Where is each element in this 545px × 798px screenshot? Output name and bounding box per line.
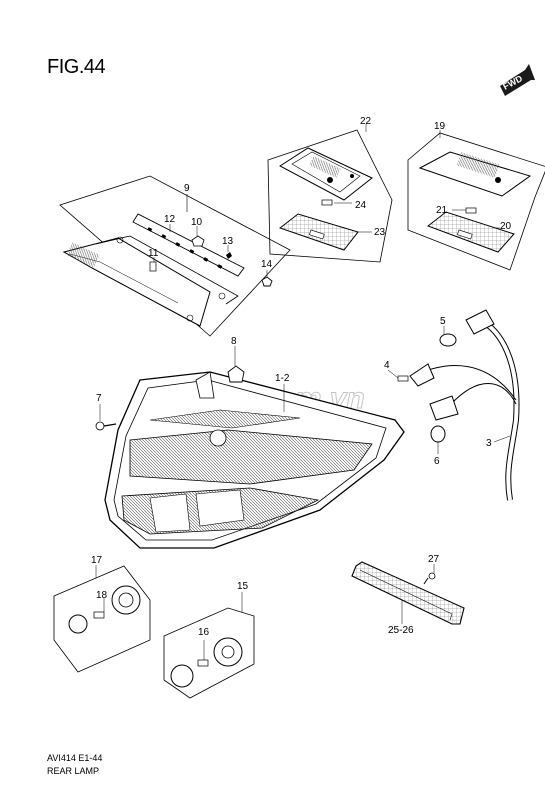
callout-3: 3 xyxy=(486,438,492,449)
figure-title: FIG.44 xyxy=(47,56,106,78)
callout-13: 13 xyxy=(222,236,234,247)
callout-7: 7 xyxy=(96,393,102,404)
callout-18: 18 xyxy=(96,590,108,601)
harness-3: 5 4 6 3 xyxy=(384,309,520,501)
callout-23: 23 xyxy=(374,227,386,238)
group-9-stop-lamp: 9 12 10 13 11 14 xyxy=(59,175,291,337)
group-19-lamp: 19 21 20 xyxy=(407,121,545,271)
fwd-arrow-badge: FWD xyxy=(500,64,535,96)
figure-code: AVI414 E1-44 xyxy=(47,753,103,763)
callout-9: 9 xyxy=(184,183,190,194)
group-15-socket: 15 16 xyxy=(163,581,255,699)
callout-19: 19 xyxy=(434,121,446,132)
group-17-socket: 17 18 xyxy=(53,555,151,673)
callout-4: 4 xyxy=(384,360,390,371)
callout-10: 10 xyxy=(191,217,203,228)
group-22-license-lamp: 22 24 23 xyxy=(267,116,393,263)
callout-25-26: 25-26 xyxy=(388,625,414,636)
callout-24: 24 xyxy=(355,200,367,211)
callout-22: 22 xyxy=(360,116,372,127)
callout-5: 5 xyxy=(440,316,446,327)
reflector-25-26: 27 25-26 xyxy=(351,554,465,636)
rear-combination-lamp: 1-2 7 8 xyxy=(95,336,405,549)
callout-12: 12 xyxy=(164,214,176,225)
callout-8: 8 xyxy=(231,336,237,347)
callout-14: 14 xyxy=(261,259,273,270)
callout-1-2: 1-2 xyxy=(275,373,290,384)
callout-11: 11 xyxy=(148,248,159,259)
callout-6: 6 xyxy=(434,456,440,467)
callout-27: 27 xyxy=(428,554,440,565)
figure-name: REAR LAMP xyxy=(47,766,100,776)
callout-21: 21 xyxy=(436,205,448,216)
callout-17: 17 xyxy=(91,555,103,566)
callout-15: 15 xyxy=(237,581,249,592)
callout-16: 16 xyxy=(198,627,210,638)
callout-20: 20 xyxy=(500,221,512,232)
